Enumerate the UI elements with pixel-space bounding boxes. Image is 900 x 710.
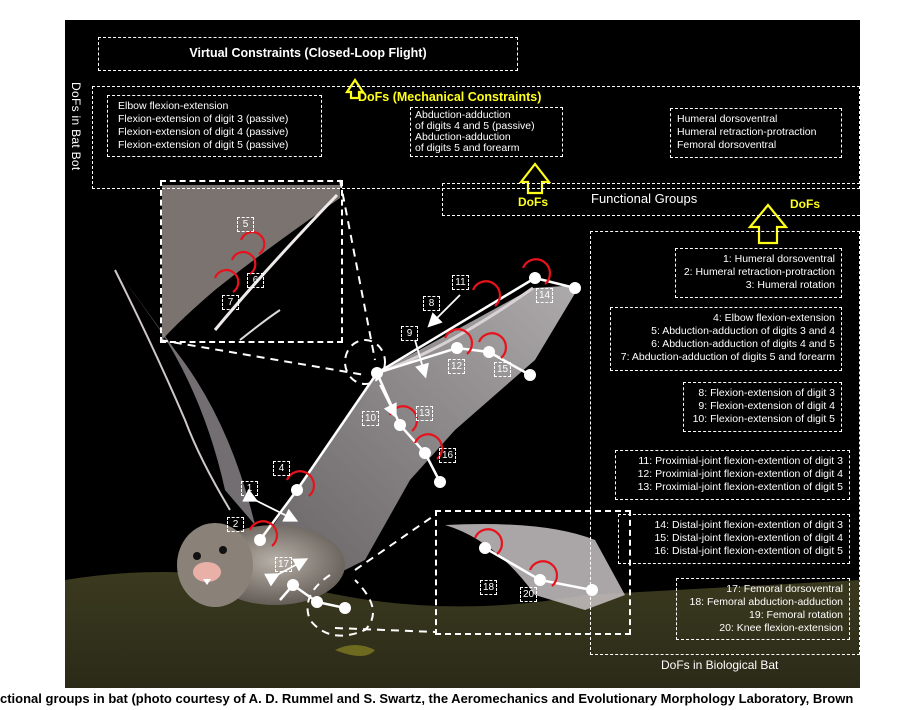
joint-number-12: 12 xyxy=(448,359,465,374)
batbot-g2-line: Abduction-adduction xyxy=(415,109,511,121)
functional-groups-label: Functional Groups xyxy=(591,191,698,206)
joint-number-5: 5 xyxy=(237,217,254,232)
bio-g2-line: 4: Elbow flexion-extension xyxy=(713,312,835,324)
bio-g5-line: 16: Distal-joint flexion-extention of di… xyxy=(654,545,843,557)
bio-g3-line: 8: Flexion-extension of digit 3 xyxy=(698,387,835,399)
bio-g1-line: 1: Humeral dorsoventral xyxy=(722,253,835,265)
motion-arrows xyxy=(242,294,461,587)
joint-number-2: 2 xyxy=(227,517,244,532)
joint-number-6: 6 xyxy=(247,273,264,288)
bio-group-5: 14: Distal-joint flexion-extention of di… xyxy=(618,514,850,564)
bio-g6-line: 20: Knee flexion-extension xyxy=(719,622,843,634)
joint-number-15: 15 xyxy=(494,362,511,377)
dofs-bat-bot-label: DoFs in Bat Bot xyxy=(69,82,83,171)
bio-g6-line: 19: Femoral rotation xyxy=(749,609,843,621)
joint-number-10: 10 xyxy=(362,411,379,426)
bio-group-1: 1: Humeral dorsoventral 2: Humeral retra… xyxy=(675,248,842,298)
bio-g6-line: 18: Femoral abduction-adduction xyxy=(689,596,843,608)
joint-number-11: 11 xyxy=(452,275,469,290)
batbot-g3-line: Humeral dorsoventral xyxy=(677,113,778,125)
annotation-overlay xyxy=(159,78,789,637)
left-wing xyxy=(90,235,255,525)
batbot-g2-line: Abduction-adduction xyxy=(415,131,511,143)
bio-group-6: 17: Femoral dorsoventral 18: Femoral abd… xyxy=(676,578,850,640)
joint-number-17: 17 xyxy=(275,557,292,572)
bio-g3-line: 9: Flexion-extension of digit 4 xyxy=(698,400,835,412)
figure-caption: ctional groups in bat (photo courtesy of… xyxy=(0,691,854,706)
joint-number-7: 7 xyxy=(222,295,239,310)
biological-dofs-box xyxy=(590,231,860,655)
batbot-g1-line: Elbow flexion-extension xyxy=(118,100,229,112)
batbot-g1-line: Flexion-extension of digit 4 (passive) xyxy=(118,126,289,138)
batbot-g1-line: Flexion-extension of digit 3 (passive) xyxy=(118,113,289,125)
bio-g4-line: 12: Proximial-joint flexion-extention of… xyxy=(637,468,843,480)
dofs-biological-label: DoFs in Biological Bat xyxy=(661,658,779,672)
bat-bot-dofs-box xyxy=(92,86,860,189)
bio-g1-line: 2: Humeral retraction-protraction xyxy=(683,266,835,278)
bio-g5-line: 15: Distal-joint flexion-extention of di… xyxy=(654,532,843,544)
batbot-g3-line: Femoral dorsoventral xyxy=(677,139,777,151)
inset-connectors xyxy=(159,179,436,637)
bio-group-2: 4: Elbow flexion-extension 5: Abduction-… xyxy=(610,307,842,371)
bio-g2-line: 5: Abduction-adduction of digits 3 and 4 xyxy=(651,325,835,337)
joint-number-1: 1 xyxy=(241,481,258,496)
batbot-group-1: Elbow flexion-extension Flexion-extensio… xyxy=(107,95,322,157)
leg-inset xyxy=(435,510,631,635)
joint-number-13: 13 xyxy=(416,406,433,421)
bio-g4-line: 11: Proximial-joint flexion-extention of… xyxy=(638,455,843,467)
batbot-g2-line: of digits 4 and 5 (passive) xyxy=(415,120,535,132)
joint-number-8: 8 xyxy=(423,296,440,311)
batbot-group-3: Humeral dorsoventral Humeral retraction-… xyxy=(670,108,842,158)
joint-number-20: 20 xyxy=(520,587,537,602)
bio-g4-line: 13: Proximial-joint flexion-extention of… xyxy=(637,481,843,493)
joint-number-4: 4 xyxy=(273,461,290,476)
bio-g2-line: 7: Abduction-adduction of digits 5 and f… xyxy=(620,351,835,363)
joint-number-16: 16 xyxy=(439,448,456,463)
dofs-label-left: DoFs xyxy=(518,195,548,209)
bio-g2-line: 6: Abduction-adduction of digits 4 and 5 xyxy=(651,338,835,350)
virtual-constraints-label: Virtual Constraints (Closed-Loop Flight) xyxy=(189,46,427,60)
figure-panel: Virtual Constraints (Closed-Loop Flight)… xyxy=(65,20,860,688)
functional-groups-box: Functional Groups xyxy=(442,183,860,216)
joint-number-18: 18 xyxy=(480,580,497,595)
joint-number-9: 9 xyxy=(401,326,418,341)
mechanical-constraints-label: DoFs (Mechanical Constraints) xyxy=(358,90,542,104)
digit-joint-inset xyxy=(160,180,343,343)
bio-g1-line: 3: Humeral rotation xyxy=(745,279,835,291)
dofs-label-right: DoFs xyxy=(790,197,820,211)
bio-g5-line: 14: Distal-joint flexion-extention of di… xyxy=(654,519,843,531)
bio-group-3: 8: Flexion-extension of digit 3 9: Flexi… xyxy=(683,382,842,432)
joint-number-14: 14 xyxy=(536,288,553,303)
virtual-constraints-box: Virtual Constraints (Closed-Loop Flight) xyxy=(98,37,518,71)
batbot-group-2: Abduction-adduction of digits 4 and 5 (p… xyxy=(410,107,563,157)
batbot-g3-line: Humeral retraction-protraction xyxy=(677,126,817,138)
batbot-g1-line: Flexion-extension of digit 5 (passive) xyxy=(118,139,289,151)
bio-g3-line: 10: Flexion-extension of digit 5 xyxy=(692,413,835,425)
bio-g6-line: 17: Femoral dorsoventral xyxy=(726,583,843,595)
batbot-g2-line: of digits 5 and forearm xyxy=(415,142,520,154)
bio-group-4: 11: Proximial-joint flexion-extention of… xyxy=(615,450,850,500)
